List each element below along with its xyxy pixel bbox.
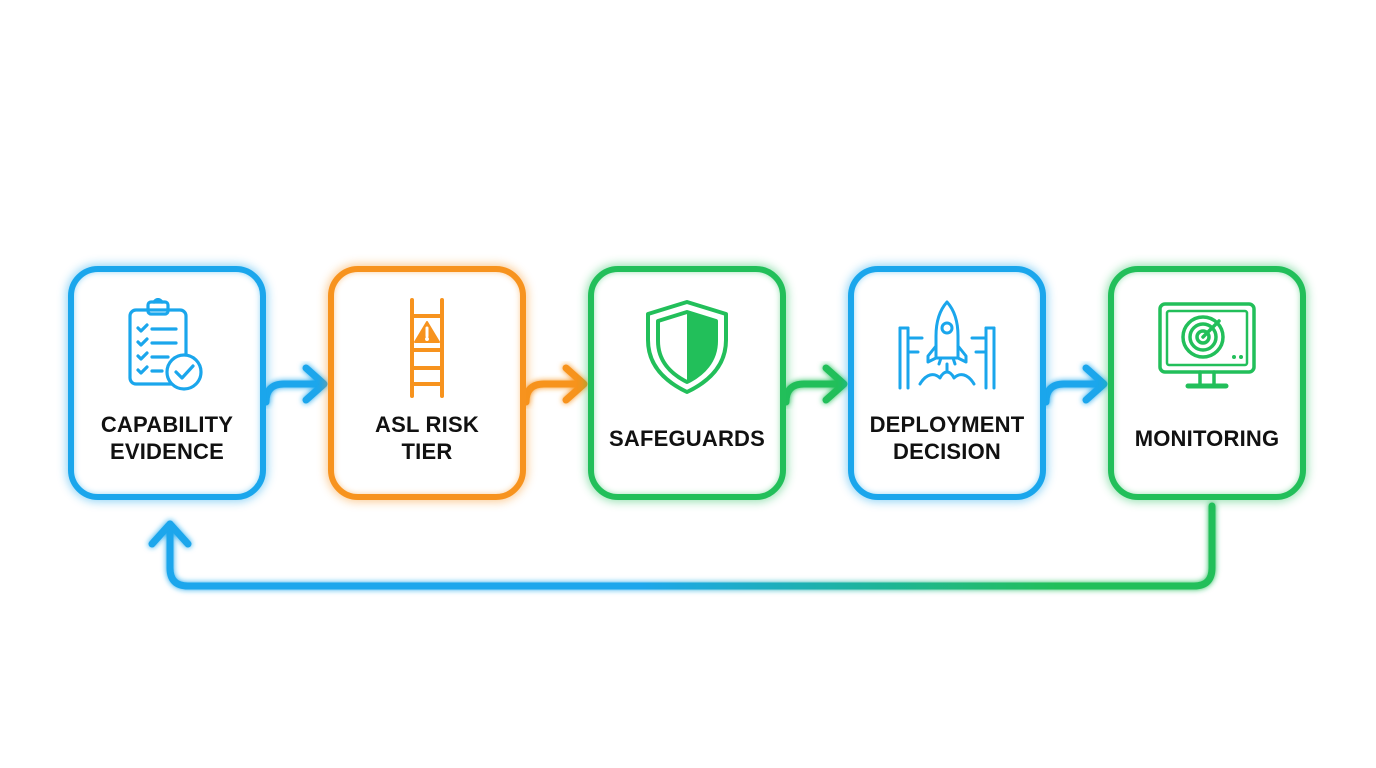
shield-icon xyxy=(646,300,728,394)
radar-monitor-icon xyxy=(1158,302,1256,389)
clipboard-checklist-icon xyxy=(128,298,203,391)
step-label: SAFEGUARDS xyxy=(608,425,765,451)
step-label: CAPABILITY EVIDENCE xyxy=(100,412,234,464)
connector-4-5 xyxy=(1042,364,1108,406)
ladder-warning-icon xyxy=(410,298,444,398)
step-label: MONITORING xyxy=(1134,425,1280,451)
connector-2-3 xyxy=(522,364,588,406)
rocket-launch-icon xyxy=(898,300,996,390)
step-monitoring: MONITORING xyxy=(1108,266,1306,500)
step-label: ASL RISK TIER xyxy=(375,412,479,464)
step-asl-risk-tier: ASL RISK TIER xyxy=(328,266,526,500)
feedback-loop-arrow xyxy=(148,502,1216,590)
connector-1-2 xyxy=(262,364,328,406)
step-deployment-decision: DEPLOYMENT DECISION xyxy=(848,266,1046,500)
step-label: DEPLOYMENT DECISION xyxy=(869,412,1025,464)
step-safeguards: SAFEGUARDS xyxy=(588,266,786,500)
connector-3-4 xyxy=(782,364,848,406)
step-capability-evidence: CAPABILITY EVIDENCE xyxy=(68,266,266,500)
